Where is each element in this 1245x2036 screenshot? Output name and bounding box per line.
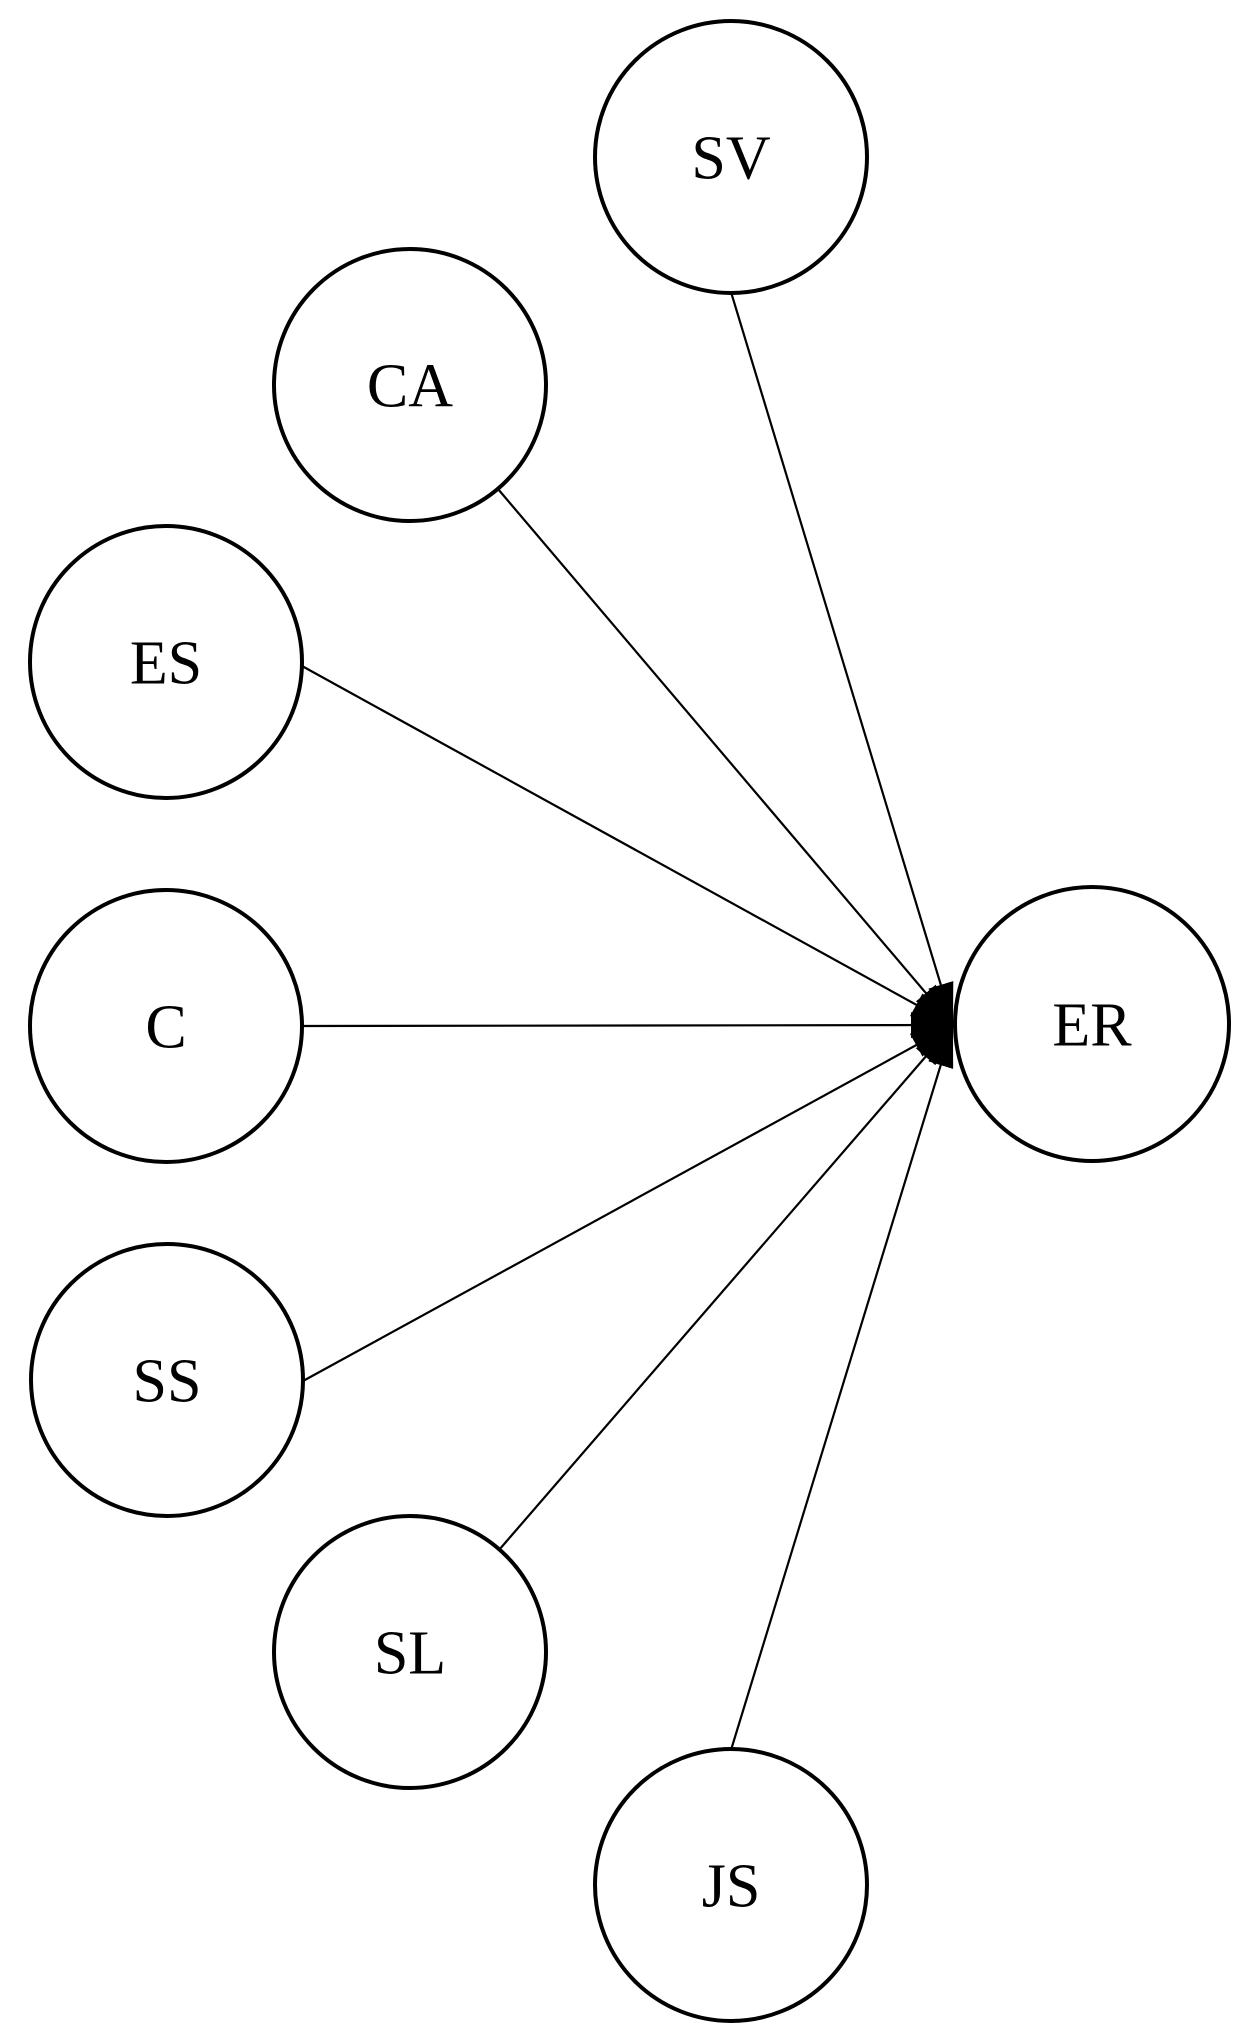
nodes-layer: SV CA ES C SS SL JS ER bbox=[28, 19, 1231, 2023]
edge-c-er bbox=[301, 1012, 954, 1039]
edge-js-er bbox=[729, 1024, 955, 1751]
node-sl-circle bbox=[272, 1514, 548, 1790]
node-ss-label: SS bbox=[133, 1348, 202, 1416]
node-sl-label: SL bbox=[374, 1620, 446, 1688]
node-c-label: C bbox=[145, 994, 186, 1062]
node-es-label: ES bbox=[130, 630, 202, 698]
node-sv-label: SV bbox=[691, 125, 770, 193]
edge-sv-er bbox=[729, 291, 955, 1026]
edge-ca-er bbox=[497, 488, 954, 1026]
edge-sl-er bbox=[498, 1024, 954, 1551]
node-es-circle bbox=[28, 524, 304, 800]
edge-es-er bbox=[301, 665, 954, 1026]
node-ca-circle bbox=[272, 247, 548, 523]
node-js-circle bbox=[593, 1747, 869, 2023]
node-ss-circle bbox=[29, 1242, 305, 1518]
node-er-circle bbox=[953, 885, 1231, 1163]
node-sv-circle bbox=[593, 19, 869, 295]
node-js-label: JS bbox=[702, 1853, 761, 1921]
edge-ss-er bbox=[302, 1024, 954, 1382]
node-er-label: ER bbox=[1052, 992, 1132, 1060]
node-ca-label: CA bbox=[367, 353, 453, 421]
edges-layer bbox=[301, 291, 955, 1751]
node-c-circle bbox=[28, 888, 304, 1164]
